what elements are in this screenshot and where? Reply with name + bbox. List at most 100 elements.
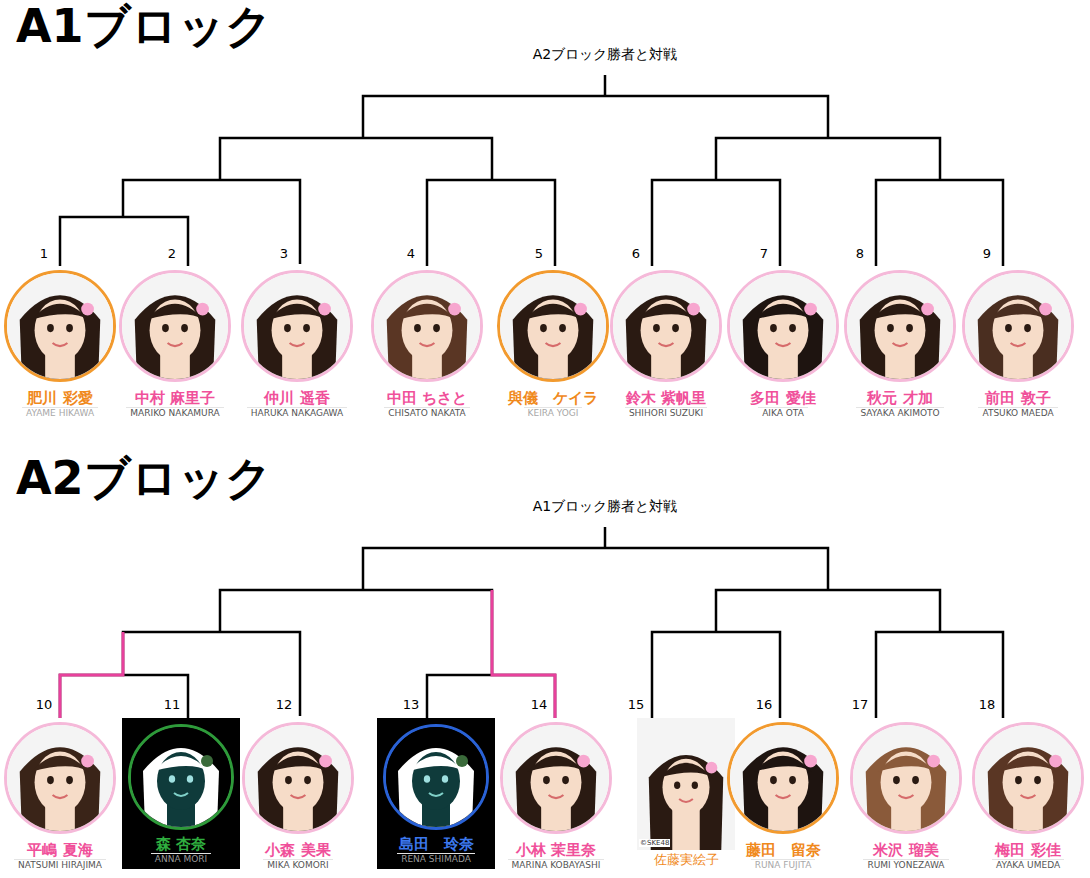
silhouette-circle bbox=[128, 724, 234, 830]
portrait-picture bbox=[131, 727, 231, 827]
contestant-node: 小森 美果MIKA KOMORI bbox=[240, 718, 356, 871]
callout-number: 1 bbox=[40, 246, 48, 261]
portrait-picture bbox=[7, 273, 113, 379]
portrait-picture bbox=[613, 273, 719, 379]
portrait-circle bbox=[371, 270, 483, 382]
callout-number: 8 bbox=[856, 246, 864, 261]
contestant-node: 平嶋 夏海NATSUMI HIRAJIMA bbox=[2, 718, 118, 871]
portrait-circle bbox=[242, 722, 354, 834]
callout-number: 18 bbox=[979, 697, 996, 712]
contestant-name: 肥川 彩愛 bbox=[27, 390, 92, 407]
portrait-circle bbox=[727, 270, 839, 382]
contestant-name: 梅田 彩佳 bbox=[995, 842, 1060, 859]
contestant-node: 小林 茉里奈MARINA KOBAYASHI bbox=[498, 718, 614, 871]
contestant-node: 前田 敦子ATSUKO MAEDA bbox=[960, 266, 1076, 419]
callout-number: 14 bbox=[531, 697, 548, 712]
romaji-name: MARIKO NAKAMURA bbox=[126, 407, 223, 419]
romaji-name: MARINA KOBAYASHI bbox=[508, 859, 605, 871]
romaji-name: KEIRA YOGI bbox=[524, 407, 583, 419]
contestant-node: 仲川 遥香HARUKA NAKAGAWA bbox=[239, 266, 355, 419]
portrait-picture bbox=[503, 725, 609, 831]
contestant-node: 秋元 才加SAYAKA AKIMOTO bbox=[842, 266, 958, 419]
portrait-picture bbox=[730, 725, 836, 831]
bracket-line bbox=[604, 75, 607, 96]
bracket-note: A1ブロック勝者と対戦 bbox=[533, 498, 677, 514]
portrait-circle bbox=[119, 270, 231, 382]
portrait-circle bbox=[850, 722, 962, 834]
portrait-picture bbox=[386, 727, 486, 827]
portrait-circle bbox=[4, 270, 116, 382]
bracket-connector bbox=[427, 180, 555, 266]
contestant-name: 小林 茉里奈 bbox=[516, 842, 596, 859]
portrait-circle bbox=[610, 270, 722, 382]
romaji-name: RENA SHIMADA bbox=[397, 853, 475, 865]
romaji-name: RUMI YONEZAWA bbox=[863, 859, 948, 871]
portrait-circle bbox=[727, 722, 839, 834]
callout-number: 6 bbox=[632, 246, 640, 261]
portrait-circle bbox=[241, 270, 353, 382]
romaji-name: SAYAKA AKIMOTO bbox=[856, 407, 943, 419]
portrait-picture bbox=[374, 273, 480, 379]
bracket-connector bbox=[876, 632, 1003, 718]
contestant-node: 梅田 彩佳AYAKA UMEDA bbox=[970, 718, 1086, 871]
winner-line bbox=[60, 632, 123, 718]
romaji-name: ATSUKO MAEDA bbox=[978, 407, 1057, 419]
contestant-name: 森 杏奈 bbox=[156, 836, 206, 853]
callout-number: 10 bbox=[36, 697, 53, 712]
contestant-name: 藤田 留奈 bbox=[746, 842, 821, 859]
contestant-node: 多田 愛佳AIKA OTA bbox=[725, 266, 841, 419]
bracket-line bbox=[123, 180, 300, 264]
romaji-name: HARUKA NAKAGAWA bbox=[247, 407, 347, 419]
callout-number: 7 bbox=[760, 246, 768, 261]
portrait-picture bbox=[7, 725, 113, 831]
portrait-circle bbox=[500, 722, 612, 834]
callout-number: 12 bbox=[276, 697, 293, 712]
portrait-circle bbox=[497, 270, 609, 382]
bracket-line bbox=[220, 590, 492, 675]
bracket-connector bbox=[652, 180, 780, 266]
callout-number: 4 bbox=[407, 246, 415, 261]
callout-number: 13 bbox=[403, 697, 420, 712]
bracket-connector bbox=[427, 675, 555, 718]
callout-number: 5 bbox=[535, 246, 543, 261]
bracket-connector bbox=[876, 180, 1003, 266]
portrait-picture bbox=[965, 273, 1071, 379]
contestant-node: 米沢 瑠美RUMI YONEZAWA bbox=[848, 718, 964, 871]
bracket-connector bbox=[60, 217, 188, 266]
contestant-name: 中田 ちさと bbox=[387, 390, 467, 407]
watermark: ©SKE48 bbox=[639, 839, 670, 847]
portrait-photo bbox=[637, 718, 735, 850]
contestant-node: 中村 麻里子MARIKO NAKAMURA bbox=[117, 266, 233, 419]
contestant-name: 多田 愛佳 bbox=[750, 390, 815, 407]
callout-number: 17 bbox=[852, 697, 869, 712]
silhouette-circle bbox=[383, 724, 489, 830]
contestant-name: 仲川 遥香 bbox=[264, 390, 329, 407]
bracket-group bbox=[123, 75, 940, 716]
contestant-node: 鈴木 紫帆里SHIHORI SUZUKI bbox=[608, 266, 724, 419]
romaji-name: RUNA FUJITA bbox=[751, 859, 816, 871]
contestant-name: 鈴木 紫帆里 bbox=[626, 390, 706, 407]
portrait-picture bbox=[975, 725, 1081, 831]
bracket-line bbox=[220, 138, 492, 180]
portrait-circle bbox=[844, 270, 956, 382]
contestant-name: 島田 玲奈 bbox=[399, 836, 474, 853]
portrait-picture bbox=[122, 273, 228, 379]
portrait-picture bbox=[847, 273, 953, 379]
romaji-name: CHISATO NAKATA bbox=[384, 407, 470, 419]
portrait-circle bbox=[962, 270, 1074, 382]
contestant-name: 秋元 才加 bbox=[867, 390, 932, 407]
contestant-name: 中村 麻里子 bbox=[135, 390, 215, 407]
bracket-line bbox=[363, 548, 828, 590]
contestant-name: 與儀 ケイラ bbox=[508, 390, 598, 407]
block-heading: A1ブロック bbox=[16, 0, 272, 53]
contestant-node: 中田 ちさとCHISATO NAKATA bbox=[369, 266, 485, 419]
contestant-node: 與儀 ケイラKEIRA YOGI bbox=[495, 266, 611, 419]
bracket-note: A2ブロック勝者と対戦 bbox=[533, 46, 677, 62]
contestant-name: 佐藤実絵子 bbox=[654, 852, 719, 867]
portrait-circle bbox=[4, 722, 116, 834]
callout-number: 11 bbox=[164, 697, 181, 712]
romaji-name: NATSUMI HIRAJIMA bbox=[14, 859, 106, 871]
contestant-name: 米沢 瑠美 bbox=[873, 842, 938, 859]
romaji-name: AYAKA UMEDA bbox=[992, 859, 1064, 871]
